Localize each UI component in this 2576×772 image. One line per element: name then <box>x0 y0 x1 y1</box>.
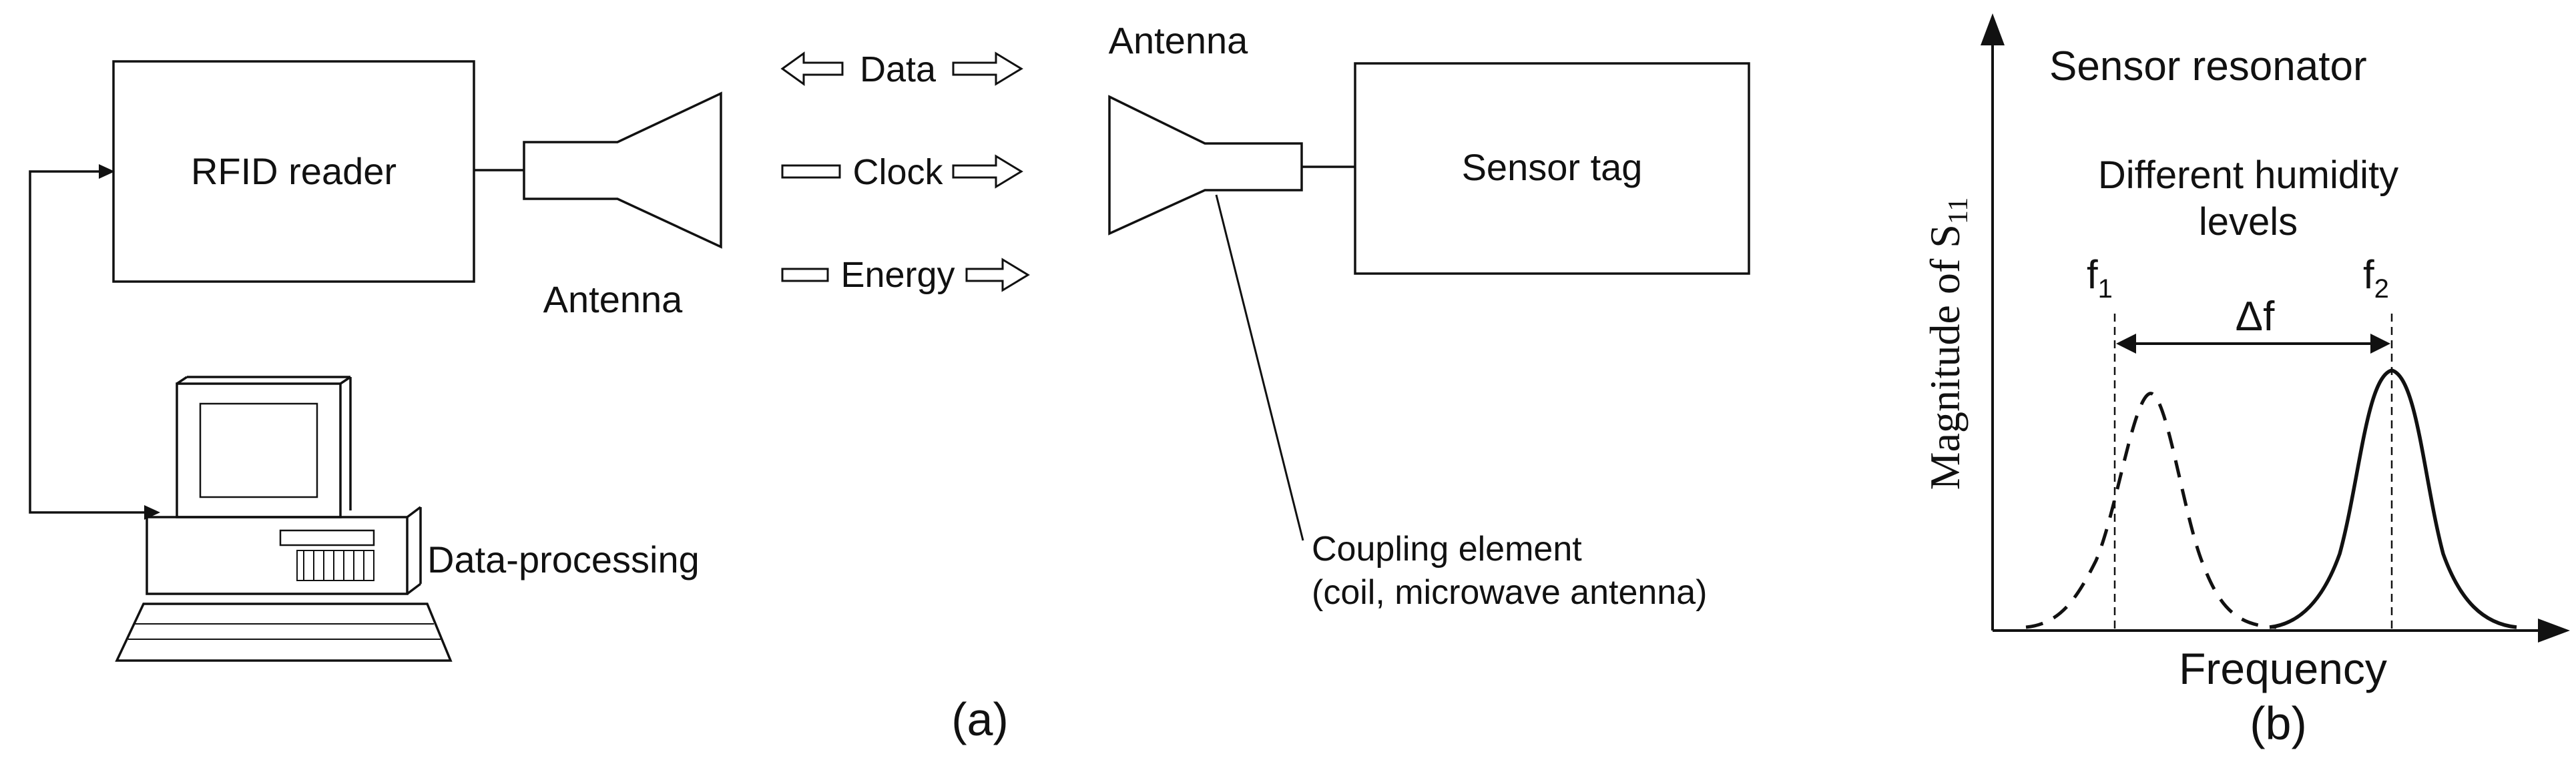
pc-input-arrowhead <box>144 505 160 520</box>
data-signal-label: Data <box>860 49 937 89</box>
computer-icon <box>115 376 453 662</box>
f2-label: f2 <box>2363 252 2389 304</box>
delta-f-arrowhead-right <box>2370 334 2390 354</box>
f1-label: f1 <box>2087 252 2113 304</box>
rfid-reader-label: RFID reader <box>191 150 397 192</box>
coupling-element-label: Coupling element <box>1312 530 1582 568</box>
coupling-leader <box>1215 194 1304 541</box>
panel-a <box>29 51 1750 662</box>
coupling-element-detail: (coil, microwave antenna) <box>1312 573 1707 612</box>
tag-antenna-label: Antenna <box>1109 19 1248 61</box>
delta-f-label: Δf <box>2236 294 2275 340</box>
x-axis-arrowhead <box>2538 619 2570 643</box>
feedback-line <box>29 170 157 514</box>
feedback-arrowhead <box>99 164 115 179</box>
humidity-note-line1: Different humidity <box>2098 153 2398 197</box>
energy-arrow <box>781 258 1030 292</box>
reader-antenna-icon <box>523 91 722 249</box>
panel-b-caption: (b) <box>2250 697 2307 749</box>
resonance-curve-f2 <box>2269 368 2517 629</box>
delta-f-arrowhead-left <box>2116 334 2136 354</box>
y-axis-arrowhead <box>1981 13 2005 45</box>
clock-signal-label: Clock <box>852 152 943 192</box>
sensor-tag-box <box>1354 62 1750 275</box>
sensor-resonator-title: Sensor resonator <box>2049 43 2367 89</box>
humidity-note-line2: levels <box>2199 200 2298 244</box>
clock-arrow <box>781 154 1023 189</box>
reader-antenna-label: Antenna <box>543 278 683 320</box>
x-axis-label: Frequency <box>2179 644 2387 693</box>
data-processing-label: Data-processing <box>427 538 700 581</box>
panel-b <box>1981 13 2570 643</box>
panel-a-caption: (a) <box>951 693 1009 745</box>
tag-antenna-icon <box>1108 95 1303 236</box>
sensor-tag-label: Sensor tag <box>1462 146 1643 188</box>
data-arrow <box>780 51 1023 86</box>
y-axis-label: Magnitude of S11 <box>1921 198 1974 490</box>
energy-signal-label: Energy <box>840 255 955 295</box>
resonance-curve-f1 <box>2025 392 2277 629</box>
